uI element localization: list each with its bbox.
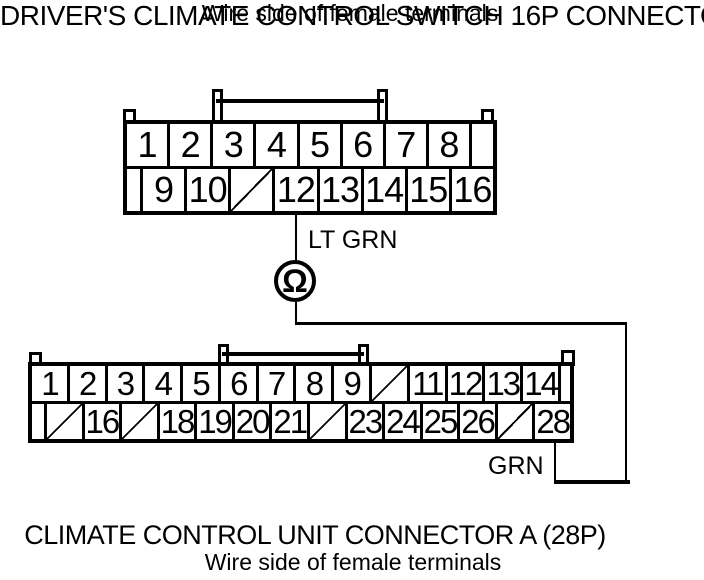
wire-pin12-down (295, 215, 297, 261)
nc-slash-cell (122, 404, 157, 439)
pin-cell-3: 3 (107, 366, 143, 401)
pin-cell-2: 2 (170, 124, 211, 166)
pin-cell-18: 18 (159, 404, 195, 439)
top-connector-title: DRIVER'S CLIMATE CONTROL SWITCH 16P CONN… (0, 0, 704, 31)
pin-cell-10: 10 (187, 169, 229, 211)
pin-cell-15: 15 (407, 169, 449, 211)
pin-cell-14: 14 (523, 366, 558, 401)
pin-cell-9: 9 (143, 169, 185, 211)
nc-slash-cell (497, 404, 533, 439)
wire-vertical-right (625, 322, 627, 484)
pin-cell-8: 8 (296, 366, 332, 401)
nc-slash-cell (310, 404, 345, 439)
wire-color-label-bottom: GRN (488, 452, 544, 480)
pin-cell-13: 13 (485, 366, 521, 401)
pin-cell-23: 23 (347, 404, 383, 439)
pin-cell-8: 8 (428, 124, 469, 166)
top-connector-blank-left (127, 169, 140, 211)
pin-cell-20: 20 (234, 404, 270, 439)
pin-cell-16: 16 (451, 169, 493, 211)
ohm-symbol: Ω (282, 263, 308, 299)
nc-slash-cell (231, 169, 273, 211)
pin-cell-5: 5 (299, 124, 340, 166)
wire-horizontal-lower (554, 480, 630, 484)
pin-cell-21: 21 (272, 404, 307, 439)
pin-cell-2: 2 (69, 366, 105, 401)
pin-cell-11: 11 (409, 366, 445, 401)
pin-cell-6: 6 (342, 124, 383, 166)
pin-cell-5: 5 (183, 366, 218, 401)
pin-cell-13: 13 (319, 169, 361, 211)
pin-cell-19: 19 (197, 404, 232, 439)
pin-cell-4: 4 (145, 366, 181, 401)
pin-cell-1: 1 (127, 124, 168, 166)
wire-meter-down (295, 302, 297, 323)
pin-cell-7: 7 (258, 366, 294, 401)
nc-slash-cell (47, 404, 82, 439)
top-connector-latch-bar (216, 99, 384, 103)
pin-cell-16: 16 (84, 404, 120, 439)
pin-cell-12: 12 (275, 169, 317, 211)
pin-cell-24: 24 (385, 404, 420, 439)
pin-cell-1: 1 (32, 366, 67, 401)
pin-cell-6: 6 (220, 366, 256, 401)
wire-horizontal-upper (295, 322, 627, 325)
pin-cell-25: 25 (422, 404, 458, 439)
top-connector-blank-right (472, 124, 493, 166)
pin-cell-3: 3 (213, 124, 254, 166)
pin-cell-14: 14 (363, 169, 405, 211)
pin-cell-9: 9 (334, 366, 370, 401)
pin-cell-12: 12 (447, 366, 483, 401)
bottom-connector-latch-bar (222, 352, 364, 356)
bottom-connector-blank-left (32, 404, 44, 439)
pin-cell-28: 28 (535, 404, 570, 439)
nc-slash-cell (372, 366, 407, 401)
wire-pin28-down (554, 443, 556, 482)
pin-cell-4: 4 (256, 124, 297, 166)
top-connector-latch-post-left (212, 89, 223, 123)
bottom-connector-title: CLIMATE CONTROL UNIT CONNECTOR A (28P) (24, 520, 606, 550)
top-connector-latch-post-right (377, 89, 388, 123)
bottom-connector-subtitle: Wire side of female terminals (204, 549, 502, 575)
pin-cell-7: 7 (385, 124, 426, 166)
bottom-connector-blank-right (560, 366, 570, 401)
top-connector-subtitle: Wire side of female terminals (201, 0, 499, 26)
ohmmeter-icon: Ω (274, 260, 316, 302)
wire-color-label-top: LT GRN (308, 226, 398, 254)
pin-cell-26: 26 (460, 404, 495, 439)
